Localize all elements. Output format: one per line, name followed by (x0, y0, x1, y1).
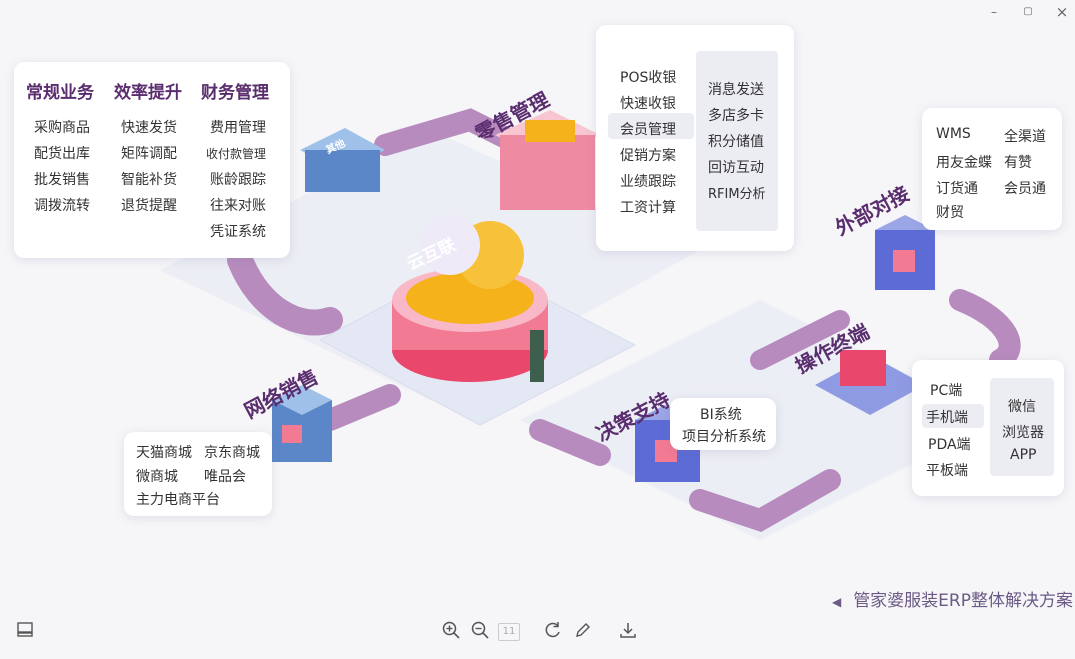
maximize-button[interactable]: ▢ (1023, 6, 1033, 17)
online-card: 天猫商城 京东商城 微商城 唯品会 主力电商平台 (124, 432, 272, 516)
list-item: 调拨流转 (34, 198, 90, 214)
caption-text: 管家婆服装ERP整体解决方案 (853, 591, 1073, 611)
list-item: 订货通 (936, 181, 978, 197)
list-item: 有赞 (1004, 155, 1032, 171)
list-item: 会员通 (1004, 181, 1046, 197)
list-item: 京东商城 (204, 445, 260, 461)
diagram-caption: ◀ 管家婆服装ERP整体解决方案 (832, 586, 1073, 611)
list-item: 矩阵调配 (121, 146, 177, 162)
list-item: 凭证系统 (210, 224, 266, 240)
download-icon[interactable] (617, 620, 639, 642)
card-header: 财务管理 (201, 83, 269, 103)
viewer-toolbar (0, 608, 1075, 659)
page-number-box[interactable]: 11 (498, 623, 520, 641)
caption-arrow-icon: ◀ (831, 595, 842, 609)
online-shop-top (272, 385, 332, 415)
list-item: 业绩跟踪 (620, 174, 676, 190)
list-item: 退货提醒 (121, 198, 177, 214)
external-cube-core (893, 250, 915, 272)
road (750, 310, 850, 370)
road (227, 247, 343, 336)
list-item: 往来对账 (210, 198, 266, 214)
list-item: 财贸 (936, 205, 964, 221)
road (689, 469, 841, 532)
list-item: 批发销售 (34, 172, 90, 188)
highlight (922, 404, 984, 428)
close-button[interactable]: × (1055, 3, 1069, 21)
card-header: 常规业务 (26, 83, 94, 103)
terminal-screen (840, 350, 886, 386)
list-item: PDA端 (928, 437, 971, 453)
list-item: 配货出库 (34, 146, 90, 162)
list-item: 费用管理 (210, 120, 266, 136)
list-item: 多店多卡 (708, 108, 764, 124)
road (319, 384, 401, 431)
list-item: 积分储值 (708, 134, 764, 150)
zoom-out-icon[interactable] (469, 620, 491, 642)
list-item: 会员管理 (620, 122, 676, 138)
cloud-icon (420, 215, 480, 275)
left-building (305, 150, 380, 192)
list-item: 项目分析系统 (682, 429, 766, 445)
list-item: 智能补货 (121, 172, 177, 188)
retail-card: POS收银 快速收银 会员管理 促销方案 业绩跟踪 工资计算 消息发送 多店多卡… (596, 25, 794, 251)
list-item: WMS (936, 126, 971, 142)
rotate-icon[interactable] (542, 620, 564, 642)
list-item: 微信 (1008, 399, 1036, 415)
list-item: 天猫商城 (136, 445, 192, 461)
list-item: 微商城 (136, 469, 178, 485)
business-card: 常规业务 效率提升 财务管理 采购商品 配货出库 批发销售 调拨流转 快速发货 … (14, 62, 290, 258)
list-item: POS收银 (620, 70, 677, 86)
zoom-in-icon[interactable] (440, 620, 462, 642)
list-item: 全渠道 (1004, 129, 1046, 145)
column-panel (990, 378, 1054, 476)
person-figure (530, 330, 544, 382)
list-item: RFIM分析 (708, 187, 766, 202)
isometric-illustration (227, 108, 1021, 532)
list-item: 平板端 (926, 463, 968, 479)
road (949, 289, 1021, 371)
card-header: 效率提升 (114, 83, 182, 103)
list-item: BI系统 (700, 407, 742, 423)
list-item: PC端 (930, 383, 963, 399)
highlight (608, 113, 694, 139)
retail-store-sign (525, 120, 575, 142)
list-item: 手机端 (926, 410, 968, 426)
list-item: 快速收银 (620, 96, 676, 112)
list-item: 用友金蝶 (936, 155, 992, 171)
list-item: 账龄跟踪 (210, 172, 266, 188)
sidebar-icon[interactable] (14, 620, 36, 642)
list-item: APP (1010, 447, 1037, 463)
online-shop-window (282, 425, 302, 443)
terminal-card: PC端 手机端 PDA端 平板端 微信 浏览器 APP (912, 360, 1064, 496)
external-card: WMS 用友金蝶 订货通 财贸 全渠道 有赞 会员通 (922, 108, 1062, 230)
column-panel (696, 51, 778, 231)
decision-card: BI系统 项目分析系统 (670, 398, 776, 450)
minimize-button[interactable]: – (991, 5, 997, 19)
list-item: 快速发货 (121, 120, 177, 136)
list-item: 采购商品 (34, 120, 90, 136)
list-item: 唯品会 (204, 469, 246, 485)
list-item: 促销方案 (620, 148, 676, 164)
list-item: 工资计算 (620, 200, 676, 216)
list-item: 收付款管理 (206, 147, 267, 161)
retail-store (500, 135, 595, 210)
list-item: 主力电商平台 (136, 492, 220, 508)
list-item: 浏览器 (1002, 425, 1044, 441)
list-item: 回访互动 (708, 160, 764, 176)
edit-icon[interactable] (572, 620, 594, 642)
road (529, 419, 611, 466)
list-item: 消息发送 (708, 82, 764, 98)
